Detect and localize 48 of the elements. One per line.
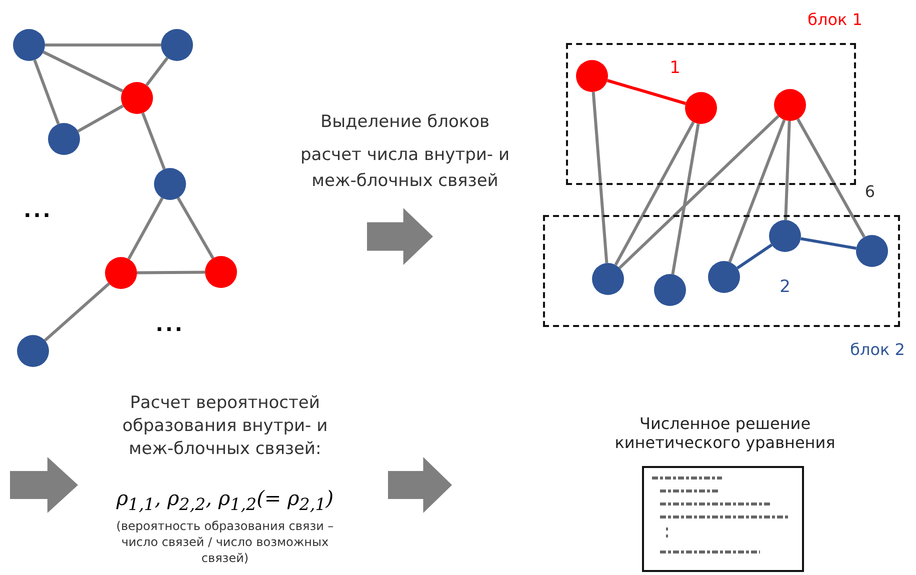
graph-node — [592, 263, 624, 295]
block-title: блок 2 — [849, 340, 906, 359]
connector-line — [44, 282, 110, 342]
graph-node — [121, 82, 153, 114]
connector-line — [796, 118, 866, 238]
connector-line — [77, 104, 124, 132]
graph-node — [48, 123, 80, 155]
block-number: 2 — [778, 277, 792, 297]
connector-line — [618, 115, 780, 269]
connector-line — [736, 244, 773, 270]
note-text: (вероятность образования связи – число связей / число возможных связей) — [115, 518, 335, 567]
graph-node — [105, 257, 137, 289]
graph-node — [205, 256, 237, 288]
connector-line — [784, 120, 791, 220]
step-heading: Выделение блоков — [319, 112, 491, 132]
connector-line — [42, 50, 124, 92]
graph-node — [708, 261, 740, 293]
graph-node — [685, 92, 717, 124]
graph-node — [154, 168, 186, 200]
connector-line — [176, 197, 214, 259]
graph-node — [856, 235, 888, 267]
connector-line — [614, 121, 695, 266]
ellipsis-text: ... — [154, 312, 186, 336]
graph-node — [769, 220, 801, 252]
block-number: 1 — [668, 58, 682, 78]
connector-line — [606, 79, 686, 105]
graph-node — [774, 89, 806, 121]
ellipsis-text: ... — [22, 198, 54, 222]
step-heading: Расчет вероятностей образования внутри- и меж-блочных связей: — [121, 392, 329, 461]
connector-line — [141, 112, 166, 170]
formula-text: ρ$_{1,1}$, ρ$_{2,2}$, ρ$_{1,2}$(= ρ$_{2,1}$) — [115, 486, 335, 514]
graph-node — [576, 60, 608, 92]
graph-node — [161, 29, 193, 61]
connector-line — [728, 119, 786, 263]
edge-count: 6 — [864, 182, 876, 201]
connector-line — [136, 270, 206, 274]
graph-node — [17, 335, 49, 367]
heading-text: Численное решение кинетического уравнения — [614, 414, 836, 452]
connector-line — [145, 56, 169, 86]
block-title: блок 1 — [806, 10, 864, 29]
graph-node — [13, 29, 45, 61]
connector-line — [45, 44, 161, 46]
graph-node — [654, 274, 686, 306]
step-text: расчет числа внутри- и меж-блочных связей — [300, 144, 510, 192]
connector-line — [33, 59, 60, 125]
connector-line — [592, 92, 608, 264]
connector-line — [127, 197, 164, 260]
connector-line — [671, 124, 700, 274]
